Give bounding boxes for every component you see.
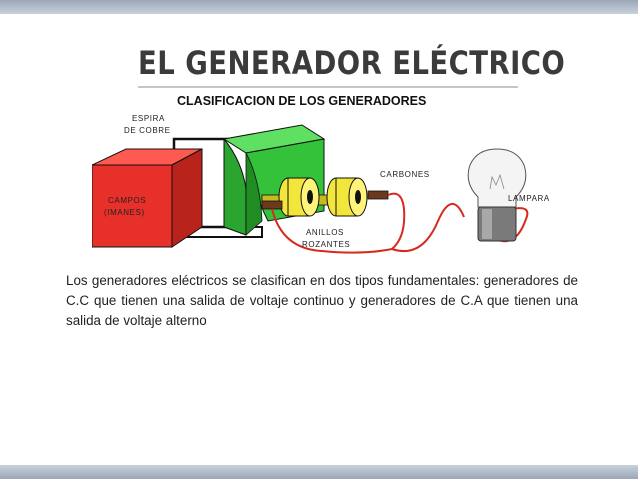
light-bulb: [467, 148, 527, 242]
body-paragraph: Los generadores eléctricos se clasifican…: [66, 273, 578, 328]
label-carbones: CARBONES: [380, 170, 430, 179]
red-magnet: [92, 148, 203, 248]
generator-diagram: ESPIRA DE COBRE CAMPOS (IMANES) CARBONES…: [92, 109, 560, 266]
label-anillos-2: ROZANTES: [302, 240, 350, 249]
title-underline: [138, 86, 518, 88]
label-espira-2: DE COBRE: [124, 126, 171, 135]
label-lampara: LAMPARA: [508, 194, 550, 203]
label-campos-1: CAMPOS: [108, 196, 146, 205]
label-espira-1: ESPIRA: [132, 114, 165, 123]
slip-rings: [261, 177, 368, 217]
slide-title: EL GENERADOR ELÉCTRICO: [138, 44, 566, 82]
label-campos-2: (IMANES): [104, 208, 145, 217]
label-anillos-1: ANILLOS: [306, 228, 344, 237]
top-decor-bar: [0, 0, 638, 14]
slide-subtitle: CLASIFICACION DE LOS GENERADORES: [177, 94, 427, 108]
bottom-decor-bar: [0, 465, 638, 479]
